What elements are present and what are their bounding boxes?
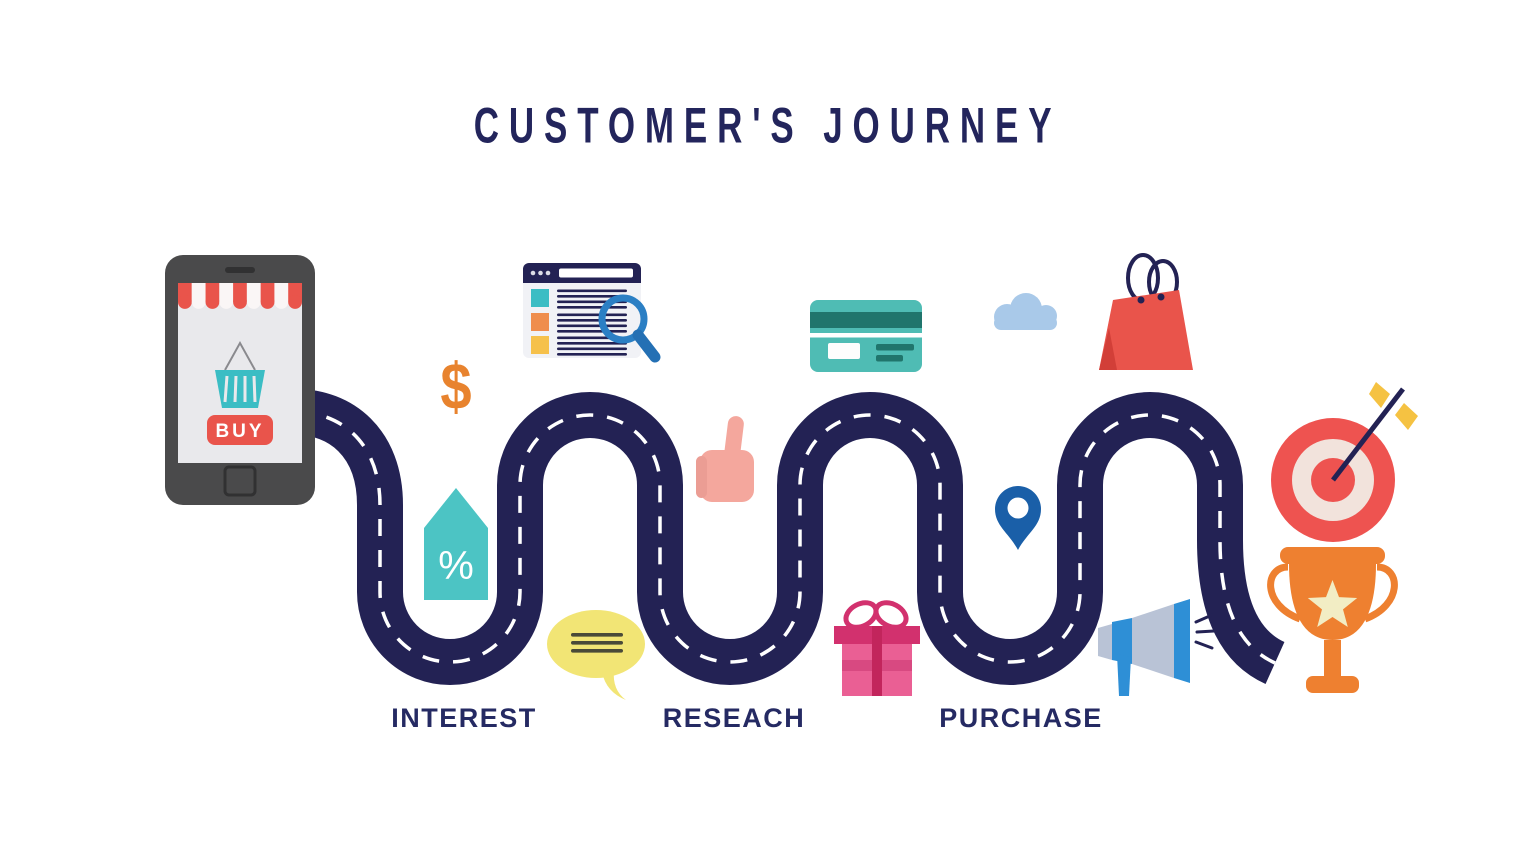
bubble-text-lines — [571, 633, 623, 653]
browser-search-icon — [523, 263, 661, 363]
sound-lines — [1194, 613, 1216, 650]
buy-button-label: BUY — [215, 421, 264, 442]
arrow-shaft — [1331, 387, 1405, 482]
cloud-icon — [994, 293, 1057, 330]
phone-home-button — [223, 465, 257, 497]
target-arrow-icon — [1271, 382, 1418, 542]
bag-body — [1099, 290, 1193, 370]
shopping-bag-icon — [1099, 253, 1193, 370]
stage-label-interest: INTEREST — [391, 703, 537, 733]
phone-speaker — [225, 267, 255, 273]
discount-tag-icon: % — [424, 488, 488, 600]
magnifier-handle — [632, 329, 661, 363]
page-title-wrap: CUSTOMER'S JOURNEY — [0, 96, 1536, 154]
shopping-basket-icon — [215, 340, 265, 408]
gift-icon — [834, 600, 920, 696]
page-title: CUSTOMER'S JOURNEY — [474, 96, 1062, 154]
tag-shape — [424, 488, 488, 600]
gift-ribbon — [872, 626, 882, 696]
stage-label-purchase: PURCHASE — [939, 703, 1103, 733]
chat-bubble-icon — [547, 610, 645, 700]
percent-label: % — [438, 544, 474, 588]
browser-address-bar[interactable] — [559, 268, 633, 278]
thumbs-up-icon — [696, 416, 754, 502]
arrow-fletching — [1369, 382, 1390, 408]
card-chip — [828, 343, 860, 359]
trophy-icon — [1267, 547, 1398, 693]
trophy-rim — [1280, 547, 1385, 564]
stage-label-reseach: RESEACH — [662, 703, 806, 733]
megaphone-icon — [1098, 599, 1216, 696]
trophy-star — [1307, 580, 1358, 627]
arrow-fletching — [1395, 403, 1418, 430]
dollar-icon: $ — [440, 349, 472, 423]
road-center-dashes — [295, 410, 1276, 665]
trophy-base — [1306, 676, 1359, 693]
credit-card-icon — [810, 300, 922, 372]
megaphone-handle — [1117, 654, 1131, 696]
smartphone-shop-icon: BUY — [165, 255, 315, 505]
buy-button[interactable] — [207, 415, 273, 445]
magnifier-lens — [598, 294, 648, 344]
store-awning — [178, 283, 302, 309]
location-pin-icon — [995, 486, 1041, 550]
